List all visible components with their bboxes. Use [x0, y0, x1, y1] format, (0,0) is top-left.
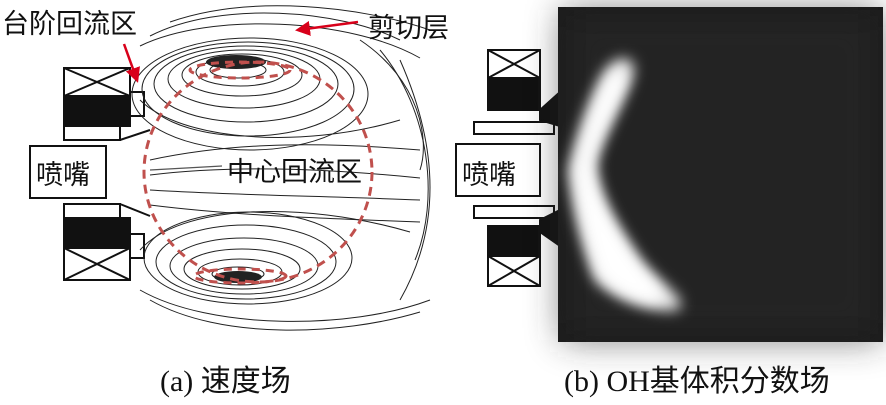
caption-oh-field: (b) OH基体积分数场: [564, 365, 830, 398]
step-recirculation-label: 台阶回流区: [2, 9, 137, 40]
shear-layer-arrow: [295, 20, 359, 36]
oh-flame-core: [576, 70, 663, 303]
oh-field-panel: [455, 7, 883, 342]
lower-vortex-core: [214, 271, 262, 283]
step-recirculation-arrow: [122, 43, 140, 83]
upper-vortex-dashed: [188, 60, 292, 80]
velocity-field-panel: [29, 5, 431, 331]
lower-vortex-dashed: [192, 267, 288, 285]
combustor-hardware-left: [29, 67, 151, 281]
central-recirculation-label: 中心回流区: [227, 157, 362, 188]
streamlines: [131, 5, 431, 331]
upper-vortex-core: [206, 55, 266, 69]
caption-velocity-field: (a) 速度场: [160, 365, 291, 398]
nozzle-label-left: 喷嘴: [36, 160, 90, 191]
shear-layer-label: 剪切层: [368, 13, 449, 44]
central-recirculation-leader: [149, 165, 223, 171]
nozzle-label-right: 喷嘴: [462, 160, 516, 191]
combustor-hardware-right: [455, 49, 561, 287]
